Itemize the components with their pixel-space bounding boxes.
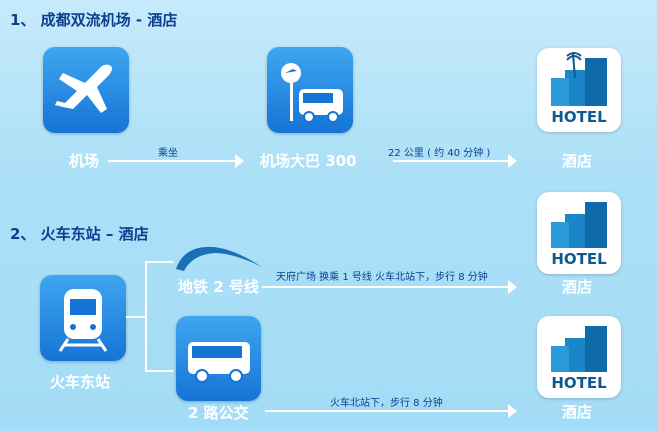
hotel-label: 酒店 [562, 403, 593, 421]
distance-note: 22 公里 ( 约 40 分钟 ) [388, 148, 491, 159]
hotel-label: 酒店 [562, 278, 593, 296]
hotel-icon: HOTEL [537, 316, 621, 398]
bus-label: 2 路公交 [188, 404, 249, 422]
hotel-sign: HOTEL [551, 108, 607, 126]
hotel-sign: HOTEL [551, 250, 607, 268]
ride-note: 乘坐 [158, 148, 178, 159]
bus-note: 火车北站下，步行 8 分钟 [330, 398, 443, 409]
connector-line [145, 261, 173, 263]
hotel-icon: HOTEL [537, 192, 621, 274]
connector-line [145, 370, 173, 372]
section2-title: 2、 火车东站 – 酒店 [10, 225, 149, 243]
section1-title: 1、 成都双流机场 - 酒店 [10, 11, 178, 29]
arrow [265, 404, 517, 418]
hotel-sign: HOTEL [551, 374, 607, 392]
connector-line [126, 316, 146, 318]
connector-line [145, 261, 147, 371]
hotel-label: 酒店 [562, 152, 593, 170]
arrow [108, 154, 244, 168]
metro-logo-icon [174, 243, 264, 277]
airport-bus-icon [267, 47, 353, 133]
station-label: 火车东站 [50, 373, 111, 391]
metro-note: 天府广场 换乘 1 号线 火车北站下，步行 8 分钟 [276, 272, 488, 283]
airport-label: 机场 [69, 152, 100, 170]
metro-label: 地铁 2 号线 [178, 278, 259, 296]
arrow [393, 154, 517, 168]
airport-bus-label: 机场大巴 300 [260, 152, 357, 170]
airplane-icon [43, 47, 129, 133]
train-icon [40, 275, 126, 361]
hotel-icon: HOTEL [537, 48, 621, 132]
bus-icon [176, 316, 261, 401]
arrow [262, 280, 517, 294]
